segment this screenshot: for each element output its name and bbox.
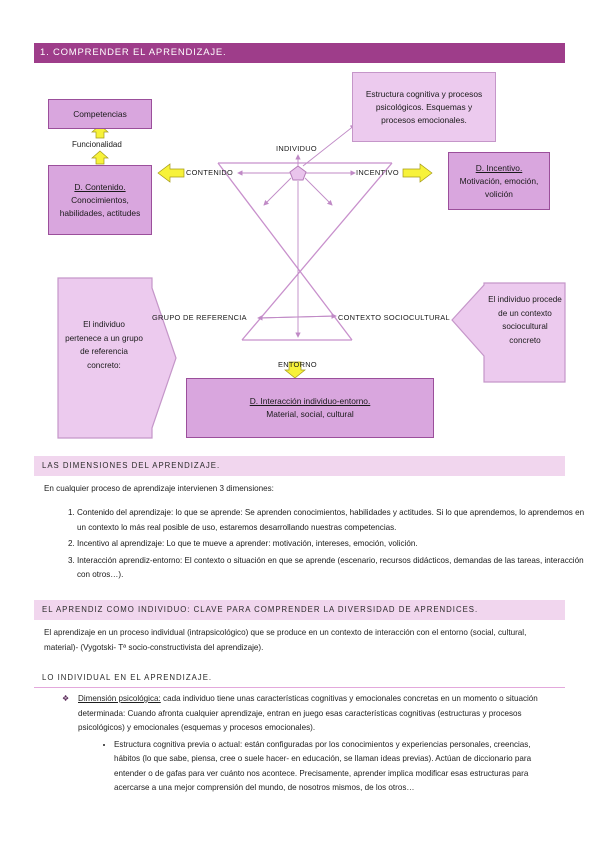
arrow-up-funcionalidad	[91, 150, 109, 165]
contenido-box-title: D. Contenido.	[74, 181, 126, 192]
individuo-label: INDIVIDUO	[276, 144, 317, 153]
dimensiones-list: Contenido del aprendizaje: lo que se apr…	[44, 506, 587, 585]
estructura-box-text: Estructura cognitiva y procesos psicológ…	[365, 88, 483, 125]
contexto-sociocultural-label: CONTEXTO SOCIOCULTURAL	[338, 313, 450, 322]
competencias-label: Competencias	[73, 108, 127, 119]
contenido-box-body: Conocimientos, habilidades, actitudes	[59, 194, 141, 218]
incentivo-box-body: Motivación, emoción, volición	[459, 175, 539, 199]
contenido-box: D. Contenido. Conocimientos, habilidades…	[48, 165, 152, 235]
dimension-psicologica-label: Dimensión psicológica:	[78, 694, 161, 703]
competencias-box: Competencias	[48, 99, 152, 129]
incentivo-label: INCENTIVO	[356, 168, 399, 177]
interaccion-box: D. Interacción individuo-entorno. Materi…	[186, 378, 434, 438]
arrow-down-entorno	[284, 361, 306, 379]
individuo-contexto-text: El individuo procede de un contexto soci…	[488, 295, 562, 345]
section1-intro: En cualquier proceso de aprendizaje inte…	[44, 484, 274, 493]
diamond-bullet-icon: ❖	[62, 694, 70, 703]
entorno-label: ENTORNO	[278, 360, 317, 369]
dimension-psicologica-body: cada individuo tiene unas característica…	[78, 694, 538, 732]
list-item: Incentivo al aprendizaje: Lo que te muev…	[77, 537, 587, 552]
dimension-psicologica-text: ❖ Dimensión psicológica: cada individuo …	[62, 692, 556, 736]
section-heading-aprendiz: EL APRENDIZ COMO INDIVIDUO: CLAVE PARA C…	[34, 600, 565, 620]
interaccion-box-body: Material, social, cultural	[266, 409, 354, 419]
incentivo-box-title: D. Incentivo.	[475, 162, 523, 173]
dimension-psicologica-block: ❖ Dimensión psicológica: cada individuo …	[62, 692, 556, 796]
page-title: 1. COMPRENDER EL APRENDIZAJE.	[34, 43, 565, 63]
arrow-up-competencias	[91, 124, 109, 139]
diagram-canvas	[57, 124, 566, 439]
grupo-referencia-label: GRUPO DE REFERENCIA	[152, 313, 247, 322]
arrow-right-incentivo	[402, 163, 433, 183]
funcionalidad-label: Funcionalidad	[72, 140, 122, 149]
big-arrow-right-panel	[451, 282, 566, 383]
list-item: Estructura cognitiva previa o actual: es…	[114, 738, 556, 796]
list-item: Contenido del aprendizaje: lo que se apr…	[77, 506, 587, 535]
hourglass-shape	[217, 162, 393, 341]
section-heading-individual: LO INDIVIDUAL EN EL APRENDIZAJE.	[34, 668, 565, 688]
list-item: Interacción aprendiz-entorno: El context…	[77, 554, 587, 583]
individuo-grupo-text: El individuo pertenece a un grupo de ref…	[65, 320, 143, 370]
estructura-box: Estructura cognitiva y procesos psicológ…	[352, 72, 496, 142]
sub-list: Estructura cognitiva previa o actual: es…	[62, 738, 556, 796]
section-heading-dimensiones: LAS DIMENSIONES DEL APRENDIZAJE.	[34, 456, 565, 476]
contenido-label: CONTENIDO	[186, 168, 234, 177]
individuo-node	[289, 165, 307, 181]
incentivo-box: D. Incentivo. Motivación, emoción, volic…	[448, 152, 550, 210]
interaccion-box-title: D. Interacción individuo-entorno.	[249, 396, 371, 406]
big-arrow-left-panel	[57, 277, 177, 439]
arrow-left-contenido	[157, 163, 185, 183]
section2-text: El aprendizaje en un proceso individual …	[44, 628, 527, 652]
